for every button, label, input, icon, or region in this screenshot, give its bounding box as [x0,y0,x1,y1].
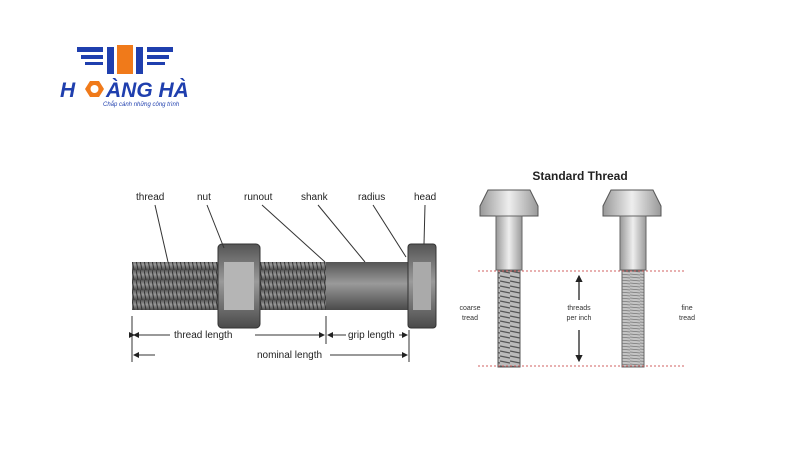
tpi-label-2: per inch [567,315,592,322]
svg-text:ÀNG HÀ: ÀNG HÀ [105,79,189,102]
label-thread: thread [136,192,164,203]
label-radius: radius [358,192,385,203]
label-nut: nut [197,192,211,203]
hoang-ha-logo: H ÀNG HÀ Chắp cánh những công trình [60,45,189,108]
label-runout: runout [244,192,273,203]
shank [326,262,410,310]
coarse-thread-bolt [479,189,539,368]
logo-tagline: Chắp cánh những công trình [103,101,180,108]
fine-thread-bolt [602,189,662,368]
nominal-length-label: nominal length [257,350,322,361]
leader-lines [154,204,426,263]
dimension-lines [129,316,410,362]
standard-thread-title: Standard Thread [532,169,627,183]
guide-lines [478,270,685,367]
label-shank: shank [301,192,329,203]
fine-label-1: fine [681,305,692,312]
coarse-label-2: tread [462,315,478,322]
svg-text:H: H [60,79,76,102]
tpi-label-1: threads [567,305,591,312]
thread-length-label: thread length [174,330,232,341]
bolt-side-view [132,243,437,329]
label-head: head [414,192,436,203]
fine-label-2: tread [679,315,695,322]
part-labels: thread nut runout shank radius head [136,192,436,203]
coarse-label-1: coarse [459,305,480,312]
grip-length-label: grip length [348,330,395,341]
